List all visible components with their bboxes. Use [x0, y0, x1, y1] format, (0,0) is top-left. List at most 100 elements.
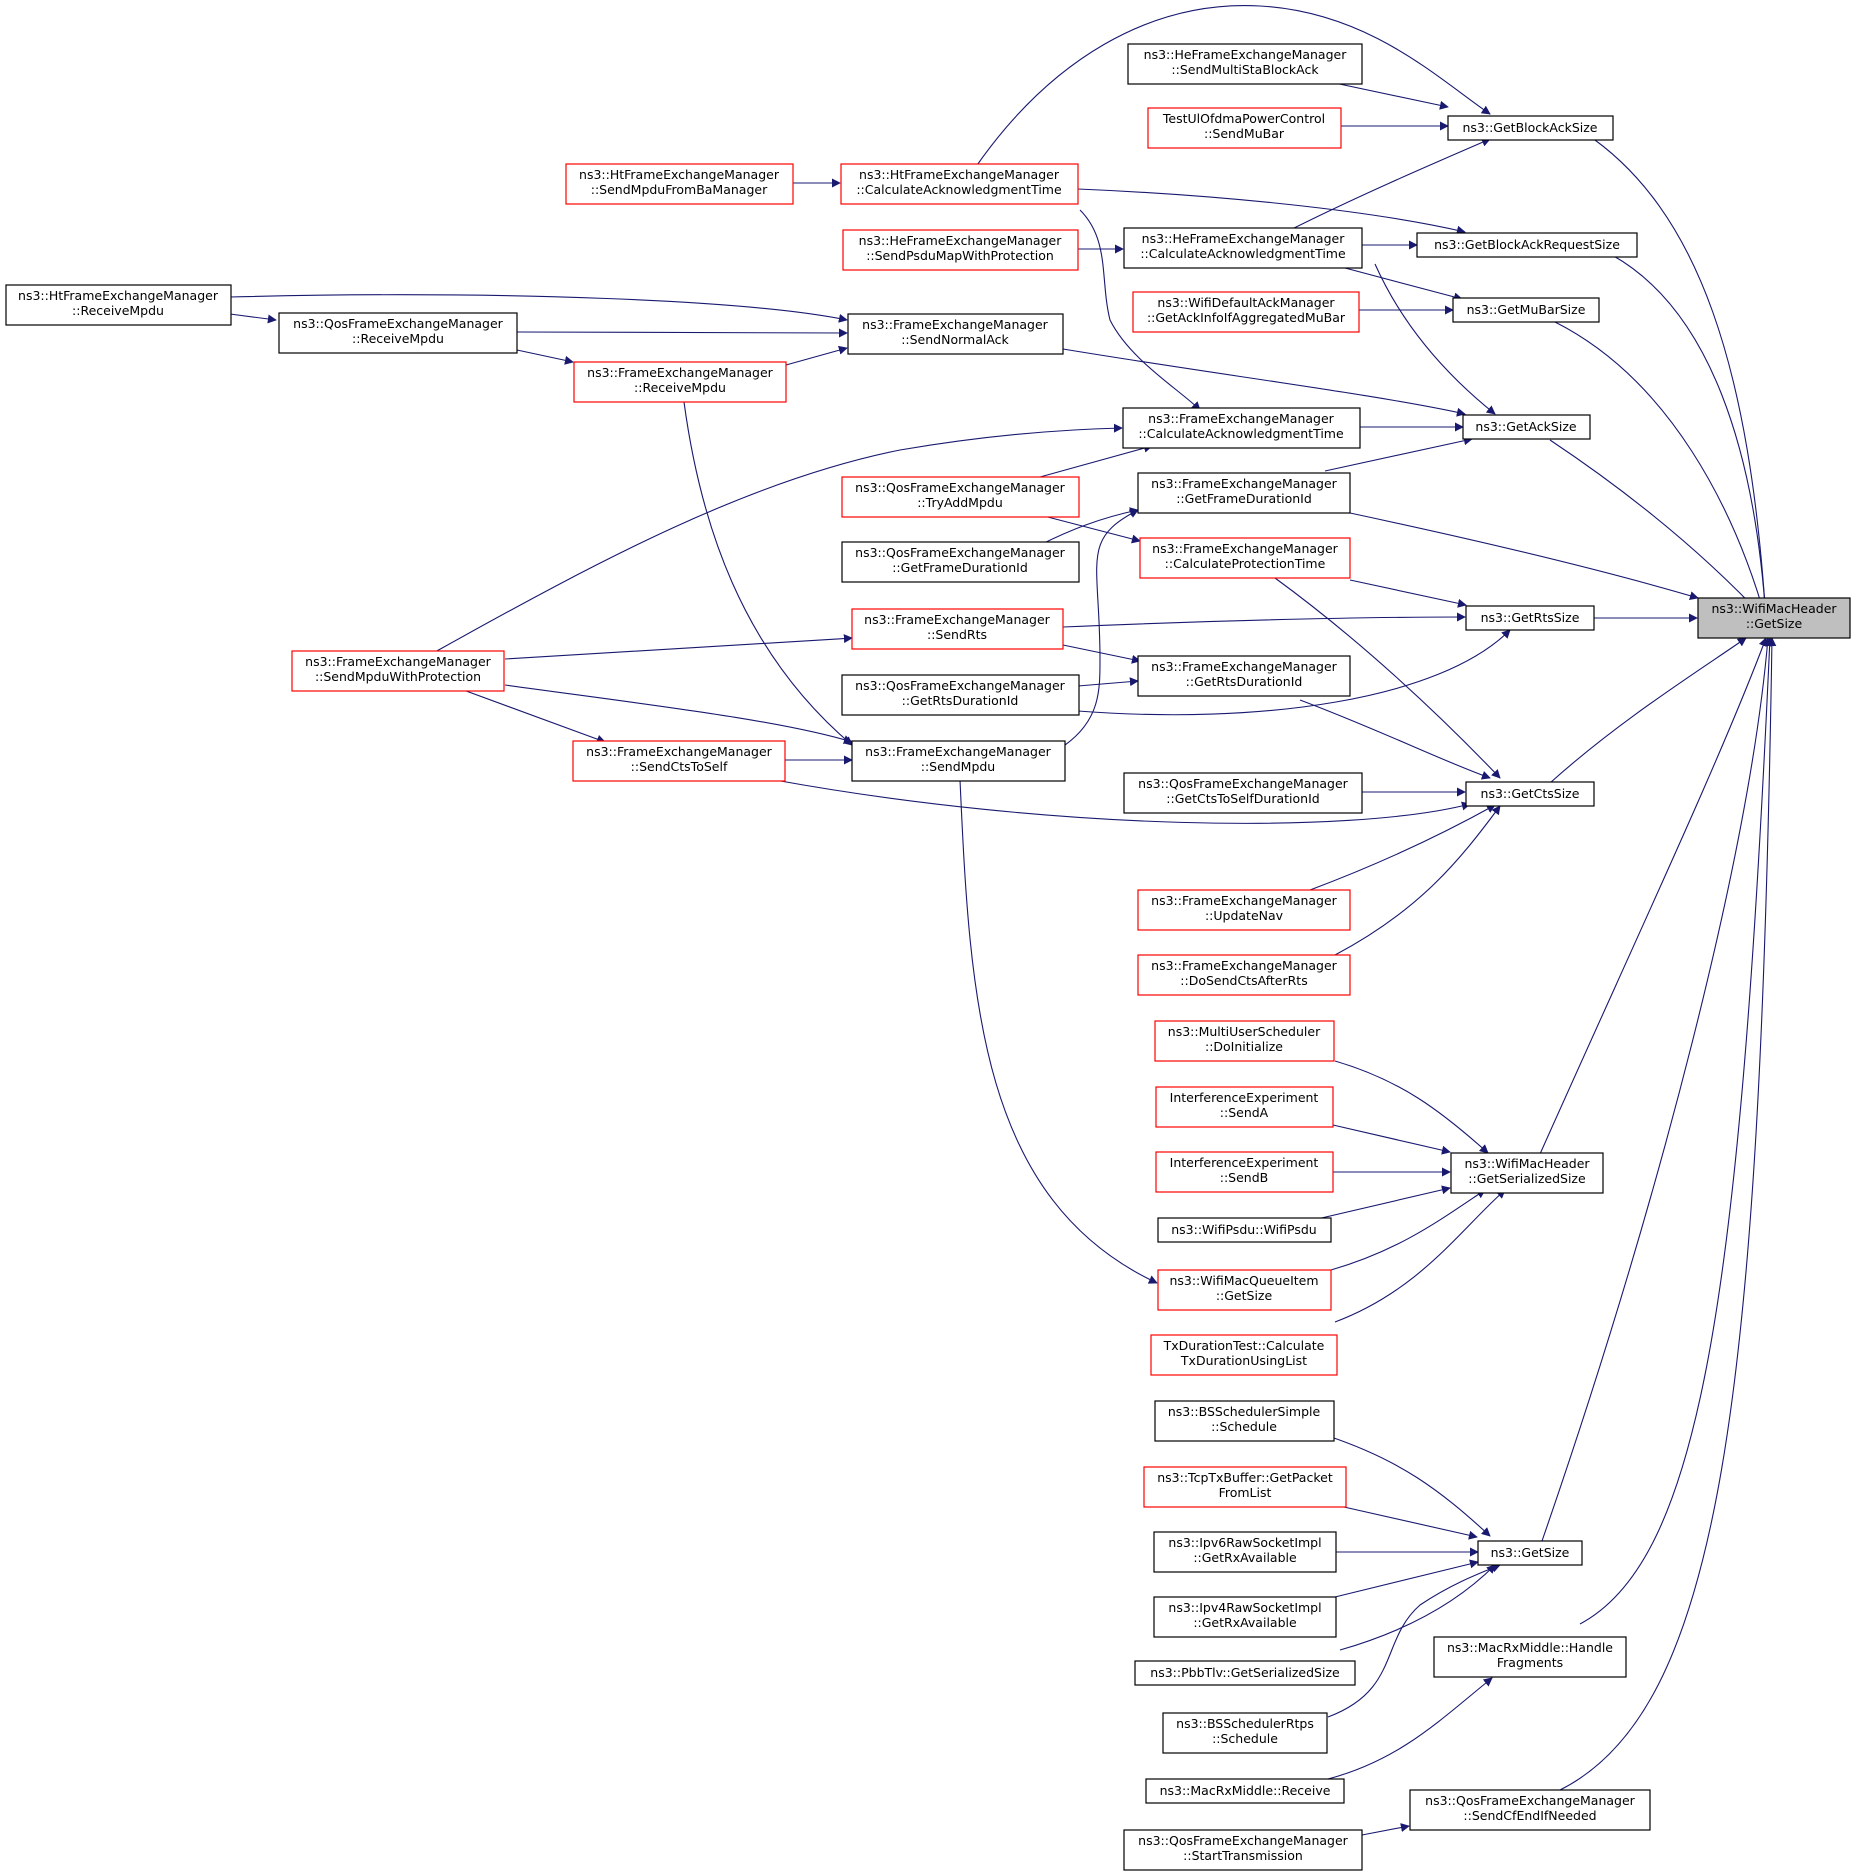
node-ht-calculateacknowledgmenttime[interactable]: ns3::HtFrameExchangeManager::CalculateAc… — [840, 163, 1079, 205]
node-getctssize[interactable]: ns3::GetCtsSize — [1465, 781, 1595, 807]
node-label-line1: ns3::FrameExchangeManager — [864, 612, 1050, 627]
edge-txdurationtest-to-getserializedsize — [1334, 1189, 1506, 1323]
node-fem-getframedurationid[interactable]: ns3::FrameExchangeManager::GetFrameDurat… — [1137, 472, 1351, 514]
edge-fem-sendctstoself-to-getctssize — [774, 779, 1471, 824]
node-fem-calculateprotectiontime[interactable]: ns3::FrameExchangeManager::CalculateProt… — [1139, 537, 1351, 579]
node-getblockacksize[interactable]: ns3::GetBlockAckSize — [1447, 115, 1614, 141]
edge-ht-calcacktime-to-fem-calcacktime — [1079, 209, 1201, 411]
edge-getctssize-to-getsize — [1549, 637, 1747, 784]
edge-fem-receivempdu-to-fem-sendnormalack — [785, 345, 848, 366]
edge-qos-getframedurationid-to-fem-getframedurationid — [1039, 507, 1139, 546]
node-label-line1: ns3::QosFrameExchangeManager — [855, 480, 1065, 495]
node-interferenceexperiment-senda[interactable]: InterferenceExperiment::SendA — [1155, 1086, 1334, 1128]
node-label-line1: ns3::WifiDefaultAckManager — [1157, 295, 1335, 310]
node-qos-starttransmission[interactable]: ns3::QosFrameExchangeManager::StartTrans… — [1123, 1829, 1363, 1871]
node-label-line2: ::SendB — [1220, 1170, 1268, 1185]
node-qos-getframedurationid[interactable]: ns3::QosFrameExchangeManager::GetFrameDu… — [841, 541, 1080, 583]
node-ipv4rawsocketimpl-getrxavailable[interactable]: ns3::Ipv4RawSocketImpl::GetRxAvailable — [1153, 1596, 1337, 1638]
node-qos-getctstoselfdurationid[interactable]: ns3::QosFrameExchangeManager::GetCtsToSe… — [1123, 772, 1363, 814]
node-getrtssize[interactable]: ns3::GetRtsSize — [1465, 605, 1595, 631]
node-getacksize[interactable]: ns3::GetAckSize — [1462, 414, 1591, 440]
edge-qos-tryaddmpdu-to-fem-calcprotectiontime — [1039, 514, 1141, 544]
node-label-line2: ::ReceiveMpdu — [352, 331, 444, 346]
node-label-line2: ::GetFrameDurationId — [1176, 491, 1312, 506]
node-label-line1: ns3::QosFrameExchangeManager — [1138, 1833, 1348, 1848]
node-label-line1: ns3::HtFrameExchangeManager — [18, 288, 219, 303]
node-macrxmiddle-receive[interactable]: ns3::MacRxMiddle::Receive — [1145, 1778, 1345, 1804]
node-label-line1: TxDurationTest::Calculate — [1163, 1338, 1325, 1353]
node-fem-sendctstoself[interactable]: ns3::FrameExchangeManager::SendCtsToSelf — [572, 740, 786, 782]
node-fem-sendmpdu[interactable]: ns3::FrameExchangeManager::SendMpdu — [851, 740, 1066, 782]
node-label-line1: ns3::Ipv6RawSocketImpl — [1168, 1535, 1321, 1550]
node-fem-calculateacknowledgmenttime[interactable]: ns3::FrameExchangeManager::CalculateAckn… — [1122, 407, 1361, 449]
node-label-line2: ::StartTransmission — [1183, 1848, 1303, 1863]
node-he-sendpsdumapwithprotection[interactable]: ns3::HeFrameExchangeManager::SendPsduMap… — [842, 229, 1079, 271]
node-wifipsdu-wifipsdu[interactable]: ns3::WifiPsdu::WifiPsdu — [1157, 1217, 1332, 1243]
node-fem-sendnormalack[interactable]: ns3::FrameExchangeManager::SendNormalAck — [847, 313, 1064, 355]
node-label-line1: ns3::QosFrameExchangeManager — [293, 316, 503, 331]
node-multiuserscheduler-doinitialize[interactable]: ns3::MultiUserScheduler::DoInitialize — [1154, 1020, 1335, 1062]
node-fem-getrtsdurationid[interactable]: ns3::FrameExchangeManager::GetRtsDuratio… — [1137, 655, 1351, 697]
node-label-line1: InterferenceExperiment — [1170, 1090, 1319, 1105]
node-label-line1: ns3::HtFrameExchangeManager — [579, 167, 780, 182]
node-fem-sendrts[interactable]: ns3::FrameExchangeManager::SendRts — [851, 608, 1064, 650]
node-getmubarsize[interactable]: ns3::GetMuBarSize — [1452, 297, 1600, 323]
node-testul-sendmubar[interactable]: TestUlOfdmaPowerControl::SendMuBar — [1147, 107, 1342, 149]
node-label-line2: ::CalculateAcknowledgmentTime — [1140, 246, 1346, 261]
node-ht-receivempdu[interactable]: ns3::HtFrameExchangeManager::ReceiveMpdu — [5, 284, 232, 326]
edge-qos-receivempdu-to-fem-receivempdu — [516, 349, 574, 365]
node-ht-sendmpdufrombamanager[interactable]: ns3::HtFrameExchangeManager::SendMpduFro… — [565, 163, 794, 205]
node-label-line1: ns3::HeFrameExchangeManager — [859, 233, 1063, 248]
edge-qos-receivempdu-to-fem-sendnormalack — [516, 328, 848, 338]
node-label-line1: ns3::WifiPsdu::WifiPsdu — [1171, 1222, 1316, 1237]
node-label-line1: ns3::QosFrameExchangeManager — [855, 545, 1065, 560]
node-label-line2: ::GetAckInfoIfAggregatedMuBar — [1147, 310, 1346, 325]
node-fem-updatenav[interactable]: ns3::FrameExchangeManager::UpdateNav — [1137, 889, 1351, 931]
node-label-line1: ns3::FrameExchangeManager — [1151, 476, 1337, 491]
node-qos-getrtsdurationid[interactable]: ns3::QosFrameExchangeManager::GetRtsDura… — [841, 674, 1080, 716]
node-qos-receivempdu[interactable]: ns3::QosFrameExchangeManager::ReceiveMpd… — [278, 312, 518, 354]
node-fem-sendmpduwithprotection[interactable]: ns3::FrameExchangeManager::SendMpduWithP… — [291, 650, 505, 692]
edge-bsschedulersimple-to-ns3getsize — [1327, 1435, 1491, 1537]
edge-fem-sendmpduwithprotection-to-fem-sendmpdu — [504, 684, 853, 744]
node-qos-tryaddmpdu[interactable]: ns3::QosFrameExchangeManager::TryAddMpdu — [841, 476, 1080, 518]
node-wifidefaultackmanager[interactable]: ns3::WifiDefaultAckManager::GetAckInfoIf… — [1132, 291, 1360, 333]
node-getblockackrequestsize[interactable]: ns3::GetBlockAckRequestSize — [1416, 232, 1638, 258]
node-fem-receivempdu[interactable]: ns3::FrameExchangeManager::ReceiveMpdu — [573, 361, 787, 403]
node-wifimacheader-getsize[interactable]: ns3::WifiMacHeader::GetSize — [1697, 597, 1851, 639]
node-label-line1: ns3::FrameExchangeManager — [1151, 893, 1337, 908]
edge-fem-sendmpduwithprotection-to-fem-sendctstoself — [457, 687, 606, 744]
node-pbbtlv-getserializedsize[interactable]: ns3::PbbTlv::GetSerializedSize — [1134, 1660, 1356, 1686]
node-he-sendmultistablockack[interactable]: ns3::HeFrameExchangeManager::SendMultiSt… — [1127, 43, 1363, 85]
edge-interf-senda-to-getserializedsize — [1332, 1124, 1451, 1155]
nodes-layer: ns3::WifiMacHeader::GetSize ns3::GetBloc… — [5, 43, 1851, 1871]
node-bsschedulerrtps-schedule[interactable]: ns3::BSSchedulerRtps::Schedule — [1162, 1712, 1328, 1754]
node-label-line2: ::SendCtsToSelf — [631, 759, 728, 774]
node-label-line2: ::SendCfEndIfNeeded — [1463, 1808, 1596, 1823]
node-interferenceexperiment-sendb[interactable]: InterferenceExperiment::SendB — [1155, 1151, 1334, 1193]
node-ns3-getsize[interactable]: ns3::GetSize — [1477, 1540, 1583, 1566]
node-qos-sendcfendifneeded[interactable]: ns3::QosFrameExchangeManager::SendCfEndI… — [1409, 1789, 1651, 1831]
node-label-line1: ns3::FrameExchangeManager — [586, 744, 772, 759]
node-label-line2: ::GetRxAvailable — [1193, 1550, 1297, 1565]
node-label-line1: ns3::FrameExchangeManager — [1151, 659, 1337, 674]
node-txdurationtest-calculate[interactable]: TxDurationTest::CalculateTxDurationUsing… — [1150, 1334, 1338, 1376]
edge-he-calcacktime-to-getblockacksize — [1289, 138, 1491, 231]
edge-qos-tryaddmpdu-to-fem-calcacktime — [1039, 443, 1153, 478]
node-label-line1: ns3::FrameExchangeManager — [862, 317, 1048, 332]
node-ipv6rawsocketimpl-getrxavailable[interactable]: ns3::Ipv6RawSocketImpl::GetRxAvailable — [1153, 1531, 1337, 1573]
edge-fem-getframedurationid-to-getacksize — [1324, 436, 1473, 472]
edge-ht-calcacktime-to-getblockacksize — [974, 5, 1491, 169]
edge-qos-getrtsdurationid-to-getrtssize — [1077, 629, 1511, 716]
edge-ht-calcacktime-to-getblockackrequestsize — [1077, 188, 1466, 235]
node-bsschedulersimple-schedule[interactable]: ns3::BSSchedulerSimple::Schedule — [1154, 1400, 1335, 1442]
edge-tcptxbuffer-to-ns3getsize — [1343, 1506, 1478, 1540]
edges-layer — [229, 5, 1777, 1836]
node-wifimacqueueitem-getsize[interactable]: ns3::WifiMacQueueItem::GetSize — [1157, 1269, 1332, 1311]
node-fem-dosendctsafterrts[interactable]: ns3::FrameExchangeManager::DoSendCtsAfte… — [1137, 954, 1351, 996]
edge-wifipsdu-to-getserializedsize — [1299, 1185, 1451, 1224]
node-he-calculateacknowledgmenttime[interactable]: ns3::HeFrameExchangeManager::CalculateAc… — [1123, 227, 1363, 269]
node-wifimacheader-getserializedsize[interactable]: ns3::WifiMacHeader::GetSerializedSize — [1450, 1152, 1604, 1194]
